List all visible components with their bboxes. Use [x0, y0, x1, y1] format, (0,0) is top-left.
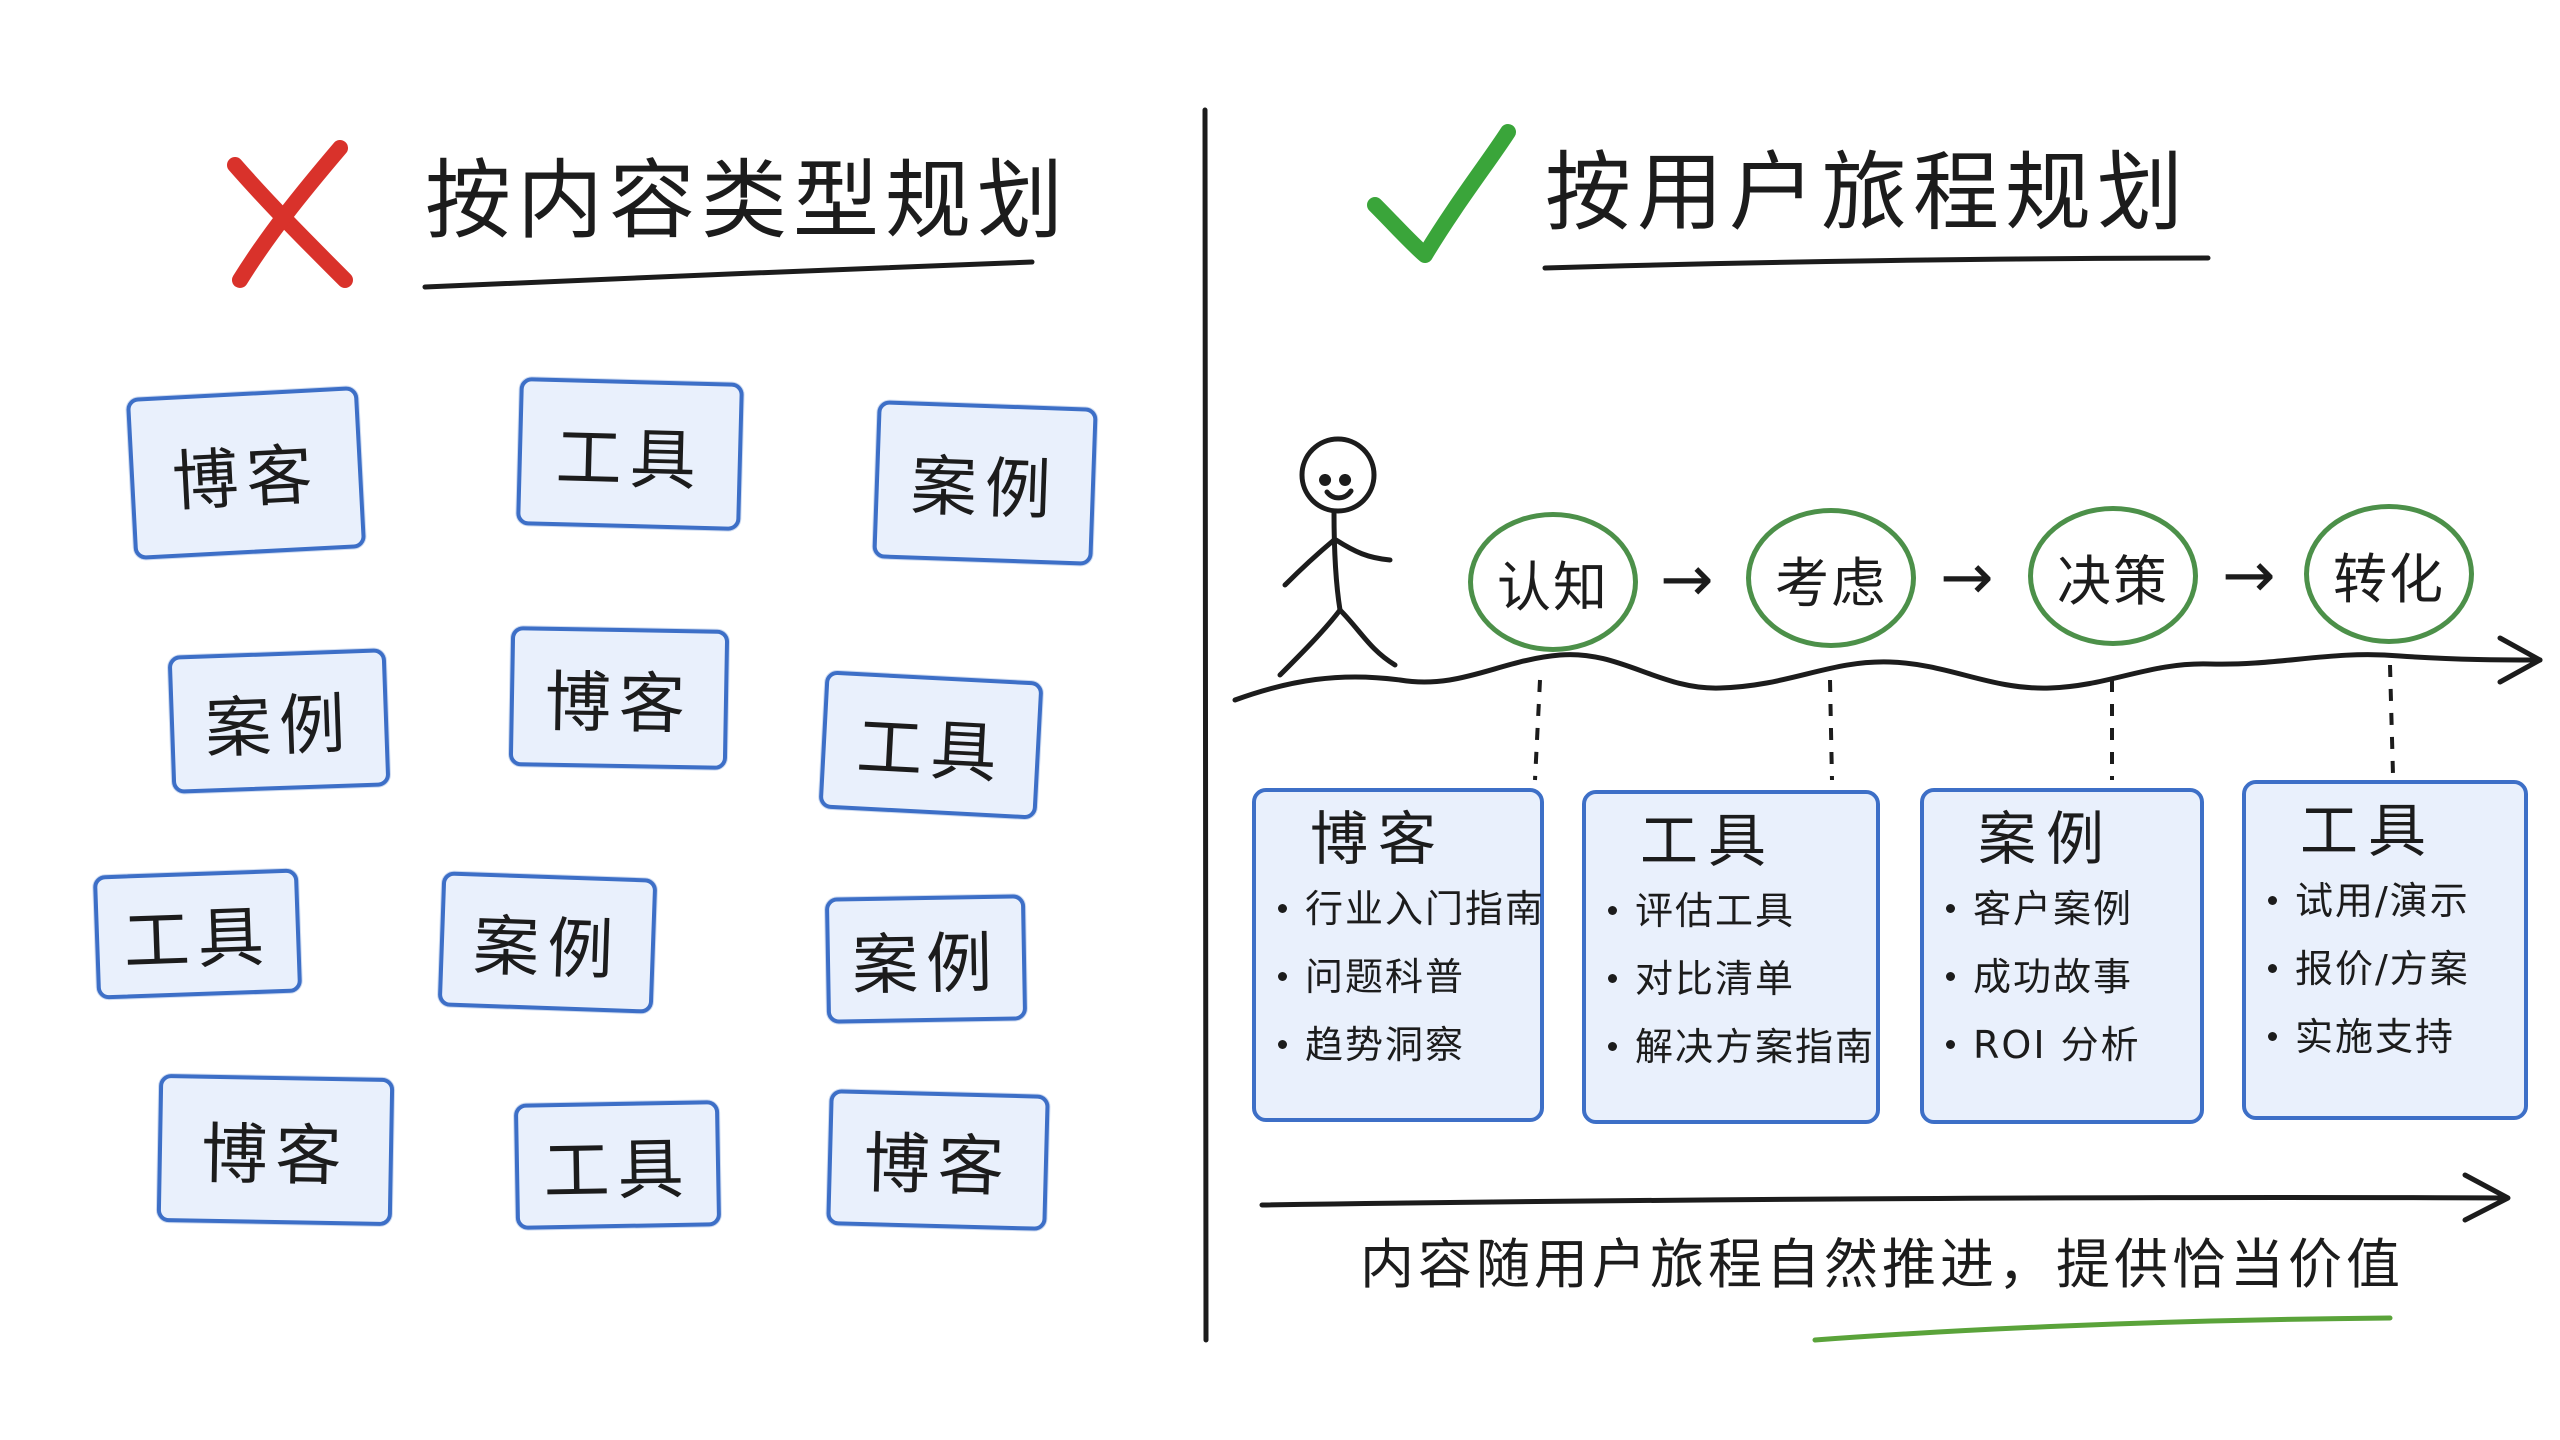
panel-item: 报价/方案: [2268, 950, 2506, 988]
content-card: 博客: [508, 626, 730, 770]
stage-panel-decision: 案例 客户案例 成功故事 ROI 分析: [1920, 788, 2204, 1124]
bullet-icon: [1278, 972, 1287, 982]
panel-title: 工具: [2300, 797, 2437, 865]
center-divider: [1202, 107, 1209, 1343]
bullet-icon: [1608, 974, 1617, 984]
bullet-icon: [1946, 904, 1955, 914]
panel-item: 解决方案指南: [1608, 1028, 1873, 1066]
stage-panel-awareness: 博客 行业入门指南 问题科普 趋势洞察: [1252, 788, 1544, 1122]
panel-title: 案例: [1978, 805, 2115, 873]
stage-decision: 决策: [2028, 506, 2198, 646]
panel-item: 评估工具: [1608, 892, 1858, 930]
panel-item: 行业入门指南: [1278, 890, 1543, 928]
content-card: 工具: [513, 1100, 722, 1230]
stage-awareness: 认知: [1468, 512, 1638, 652]
bottom-arrowhead: [2462, 1172, 2511, 1223]
right-title: 按用户旅程规划: [1545, 143, 2189, 243]
content-card: 博客: [826, 1089, 1050, 1231]
panel-item: 趋势洞察: [1278, 1026, 1522, 1064]
panel-item: 试用/演示: [2268, 882, 2506, 920]
panel-item: 客户案例: [1946, 890, 2182, 928]
bullet-icon: [2268, 1032, 2277, 1042]
dashed-connectors: [1533, 664, 2395, 781]
stage-panel-conversion: 工具 试用/演示 报价/方案 实施支持: [2242, 780, 2528, 1120]
stage-conversion: 转化: [2304, 504, 2474, 644]
stick-figure-icon: [1277, 436, 1398, 678]
panel-title: 博客: [1310, 805, 1447, 873]
journey-arrowhead: [2497, 635, 2543, 685]
panel-item: 问题科普: [1278, 958, 1522, 996]
content-card: 博客: [156, 1073, 395, 1227]
stage-arrow-icon: →: [2222, 539, 2276, 613]
content-card: 案例: [824, 894, 1028, 1024]
stage-arrow-icon: →: [1940, 541, 1994, 615]
panel-item: 对比清单: [1608, 960, 1858, 998]
bottom-arrow: [1259, 1194, 2508, 1208]
bullet-icon: [1946, 972, 1955, 982]
content-card: 博客: [125, 386, 367, 560]
content-card: 工具: [516, 377, 744, 531]
bullet-icon: [1608, 1042, 1617, 1052]
panel-item: 成功故事: [1946, 958, 2182, 996]
bullet-icon: [1278, 904, 1287, 914]
left-title-underline: [422, 259, 1035, 290]
stage-arrow-icon: →: [1660, 543, 1714, 617]
bullet-icon: [2268, 896, 2277, 906]
cross-icon: [227, 140, 353, 288]
panel-item: 实施支持: [2268, 1018, 2506, 1056]
left-title: 按内容类型规划: [425, 151, 1069, 251]
content-card: 工具: [818, 670, 1044, 820]
right-title-underline: [1542, 255, 2211, 271]
panel-title: 工具: [1640, 807, 1777, 875]
summary-underline: [1812, 1315, 2393, 1343]
content-card: 案例: [872, 400, 1098, 566]
bullet-icon: [2268, 964, 2277, 974]
check-icon: [1367, 124, 1516, 263]
journey-path: [1232, 652, 2543, 703]
bullet-icon: [1608, 906, 1617, 916]
stage-panel-consideration: 工具 评估工具 对比清单 解决方案指南: [1582, 790, 1880, 1124]
bullet-icon: [1946, 1040, 1955, 1050]
content-card: 案例: [437, 871, 658, 1014]
content-card: 案例: [167, 648, 391, 794]
bullet-icon: [1278, 1040, 1287, 1050]
panel-item: ROI 分析: [1946, 1026, 2182, 1064]
journey-summary: 内容随用户旅程自然推进，提供恰当价值: [1360, 1233, 2404, 1296]
content-card: 工具: [92, 868, 303, 1000]
stage-consideration: 考虑: [1746, 508, 1916, 648]
